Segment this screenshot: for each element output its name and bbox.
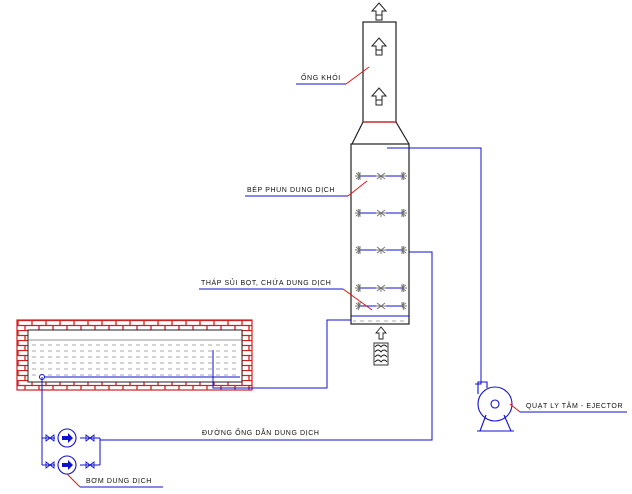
label-pipeline: ĐƯỜNG ỐNG DẪN DUNG DỊCH [202,427,320,437]
label-pump: BƠM DUNG DỊCH [80,478,163,488]
label-bubble-tower: THÁP SỦI BỌT, CHỨA DUNG DỊCH [199,278,343,290]
pump-icon [57,455,77,475]
label-bubble-tower-text: THÁP SỦI BỌT, CHỨA DUNG DỊCH [201,278,331,287]
leader-lines [66,66,521,488]
nozzle-row [355,208,407,218]
nozzle-row [355,171,407,181]
exhaust-arrow-icon [370,37,388,56]
centrifugal-fan-icon [477,381,514,432]
label-chimney: ỐNG KHÓI [296,72,346,85]
label-fan-text: QUẠT LY TÂM - EJECTOR [526,401,623,410]
label-pipeline-text: ĐƯỜNG ỐNG DẪN DUNG DỊCH [202,427,320,437]
exhaust-arrow-icon [370,2,388,21]
tank-liquid [30,340,240,380]
exhaust-arrow-icon [370,87,388,106]
valves [45,434,95,469]
pump-icon [57,428,77,448]
nozzle-row [355,283,407,293]
spray-nozzles [355,171,407,311]
label-chimney-text: ỐNG KHÓI [301,72,341,82]
label-spray-nozzle-text: BÉP PHUN DUNG DỊCH [247,185,335,194]
chimney [362,2,397,123]
label-spray-nozzle: BÉP PHUN DUNG DỊCH [245,185,348,197]
label-pump-text: BƠM DUNG DỊCH [86,478,152,485]
nozzle-row [355,245,407,255]
bubble-tower [350,143,410,325]
brick-solution-tank [16,319,253,391]
smoke-inlet-icon [373,326,389,366]
tower-transition-cone [351,121,410,145]
tower-liquid-level [353,316,407,324]
label-fan: QUẠT LY TÂM - EJECTOR [520,401,627,413]
